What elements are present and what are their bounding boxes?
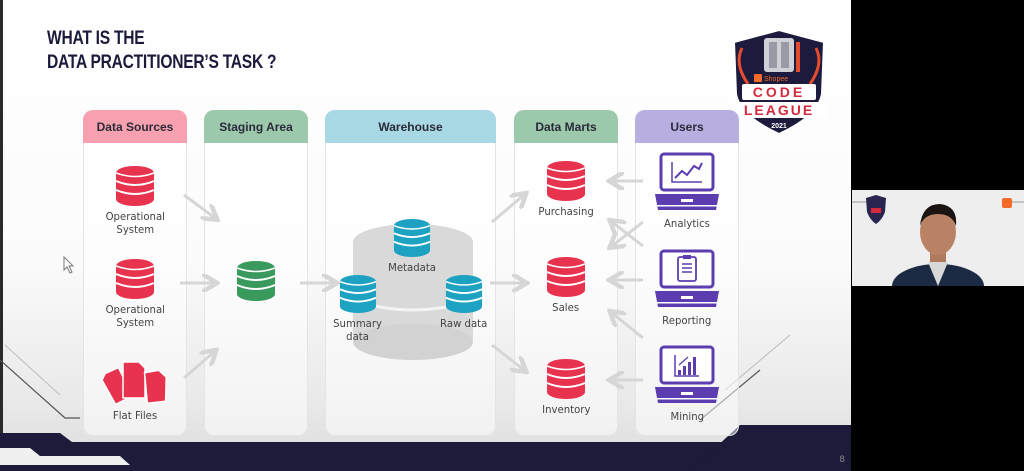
- column-header-users: Users: [635, 110, 739, 143]
- title-line-2: DATA PRACTITIONER’S TASK ?: [47, 52, 277, 73]
- item-raw-data: Raw data: [434, 274, 494, 330]
- item-purchasing: Purchasing: [531, 160, 601, 218]
- flow-arrows: [180, 0, 644, 471]
- shopee-icon: [1002, 198, 1012, 208]
- mouse-cursor-icon: [63, 256, 75, 274]
- logo-brand: Shopee: [764, 76, 788, 83]
- database-icon: [339, 275, 377, 313]
- label: Purchasing: [538, 205, 594, 218]
- database-icon: [393, 219, 431, 257]
- database-icon: [546, 257, 586, 297]
- arrow-ds1-to-staging: [183, 193, 215, 218]
- slide-edge: [0, 0, 3, 471]
- label: Mining: [670, 410, 704, 423]
- item-sales: Sales: [531, 256, 601, 314]
- item-flat-files: Flat Files: [98, 358, 172, 422]
- database-icon: [546, 161, 586, 201]
- arrow-warehouse-to-inventory: [491, 343, 524, 370]
- label: Raw data: [440, 317, 488, 330]
- logo-line-1: CODE: [753, 84, 805, 100]
- laptop-clipboard-icon: [655, 249, 719, 307]
- title-line-1: WHAT IS THE: [47, 28, 145, 49]
- code-league-logo: Shopee CODE LEAGUE 2021: [732, 28, 826, 136]
- item-reporting: Reporting: [652, 249, 722, 327]
- item-mining: Mining: [652, 345, 722, 423]
- logo-line-2: LEAGUE: [744, 102, 814, 118]
- item-metadata: Metadata: [372, 218, 452, 274]
- presentation-slide: WHAT IS THE DATA PRACTITIONER’S TASK ? S…: [0, 0, 851, 471]
- item-inventory: Inventory: [531, 358, 601, 416]
- label: Metadata: [388, 261, 436, 274]
- page-number: 8: [839, 455, 845, 465]
- database-icon: [115, 166, 155, 206]
- label: Reporting: [662, 314, 712, 327]
- database-icon: [445, 275, 483, 313]
- arrow-reporting-to-purchasing: [612, 220, 644, 246]
- files-icon: [101, 361, 167, 406]
- column-header-warehouse: Warehouse: [325, 110, 496, 143]
- presenter-video: [852, 190, 1024, 286]
- column-header-data-marts: Data Marts: [514, 110, 618, 143]
- label: Flat Files: [112, 409, 158, 422]
- laptop-chart-icon: [655, 152, 719, 210]
- slide-decoration: [0, 334, 851, 471]
- label: Analytics: [664, 217, 710, 230]
- arrow-warehouse-to-purchasing: [491, 195, 524, 224]
- slide-title: WHAT IS THE DATA PRACTITIONER’S TASK ?: [47, 27, 277, 75]
- column-header-data-sources: Data Sources: [83, 110, 187, 143]
- logo-year: 2021: [771, 123, 787, 130]
- label: Inventory: [541, 403, 591, 416]
- item-staging-database: [236, 260, 276, 302]
- webcam-video-tile[interactable]: [852, 190, 1024, 286]
- laptop-bar-chart-icon: [655, 345, 719, 403]
- arrow-ds3-to-staging: [183, 352, 214, 380]
- warehouse-cylinder: [352, 224, 474, 360]
- database-icon: [546, 359, 586, 399]
- label: Sales: [552, 301, 580, 314]
- database-icon: [236, 261, 276, 301]
- database-icon: [115, 259, 155, 299]
- item-analytics: Analytics: [652, 152, 722, 230]
- arrow-mining-to-sales: [612, 313, 644, 340]
- column-header-staging-area: Staging Area: [204, 110, 308, 143]
